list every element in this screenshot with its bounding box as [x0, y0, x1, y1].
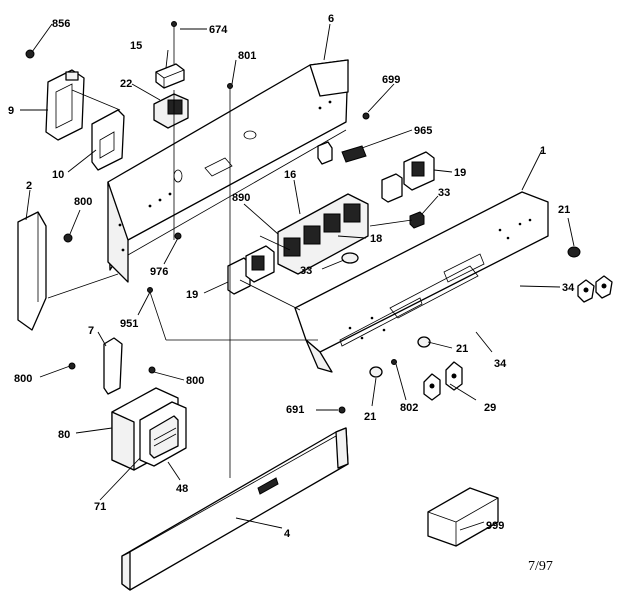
trim-strip-4: [121, 427, 349, 591]
label-18: 18: [370, 233, 382, 245]
label-4: 4: [284, 528, 291, 540]
part-33-lower: [341, 252, 359, 264]
label-15: 15: [130, 40, 142, 52]
date-code: 7/97: [528, 559, 553, 574]
label-19-upper: 19: [454, 167, 466, 179]
label-33-lower: 33: [300, 265, 312, 277]
label-7: 7: [88, 325, 94, 337]
knob-29-pair: [423, 361, 463, 401]
label-21-mid: 21: [456, 343, 468, 355]
label-999: 999: [486, 520, 504, 532]
label-48: 48: [176, 483, 188, 495]
label-890: 890: [232, 192, 250, 204]
label-674: 674: [209, 24, 228, 36]
part-19-lower: [227, 245, 275, 295]
label-21-right: 21: [558, 204, 570, 216]
part-19-upper: [381, 151, 435, 203]
label-10: 10: [52, 169, 64, 181]
knob-21-right: [567, 246, 581, 258]
fasteners: [25, 21, 397, 414]
label-802: 802: [400, 402, 418, 414]
label-976: 976: [150, 266, 168, 278]
label-856: 856: [52, 18, 70, 30]
label-800-top: 800: [74, 196, 92, 208]
knob-34-pair: [577, 275, 613, 303]
bracket-7: [103, 337, 123, 395]
part-22: [153, 93, 189, 129]
label-71: 71: [94, 501, 106, 513]
label-691: 691: [286, 404, 304, 416]
clock-assembly: [111, 387, 187, 471]
assembly-lines: [47, 88, 413, 478]
knob-21-lower: [369, 336, 431, 378]
box-999: [427, 487, 499, 547]
part-number-labels: 856 674 6 15 801 699 22 9 965 1 10 16 19…: [8, 13, 575, 540]
part-15: [155, 63, 185, 89]
label-29: 29: [484, 402, 496, 414]
label-33-upper: 33: [438, 187, 450, 199]
label-22: 22: [120, 78, 132, 90]
label-2: 2: [26, 180, 32, 192]
label-21-lower: 21: [364, 411, 376, 423]
label-34-mid: 34: [494, 358, 507, 370]
label-801: 801: [238, 50, 256, 62]
part-33-upper: [409, 211, 425, 229]
end-cap-2: [17, 211, 47, 331]
label-965: 965: [414, 125, 432, 137]
label-80: 80: [58, 429, 70, 441]
part-965: [317, 141, 367, 165]
label-800-right: 800: [186, 375, 204, 387]
label-19-lower: 19: [186, 289, 198, 301]
label-34-right: 34: [562, 282, 575, 294]
label-16: 16: [284, 169, 296, 181]
label-9: 9: [8, 105, 14, 117]
label-1: 1: [540, 145, 546, 157]
label-699: 699: [382, 74, 400, 86]
label-6: 6: [328, 13, 334, 25]
backguard-panel: [107, 59, 349, 283]
end-bracket-10: [91, 109, 125, 171]
switch-bank-16: [277, 193, 369, 275]
leader-lines: [20, 23, 575, 531]
label-800-left: 800: [14, 373, 32, 385]
side-bracket-9: [45, 69, 85, 141]
label-951: 951: [120, 318, 138, 330]
